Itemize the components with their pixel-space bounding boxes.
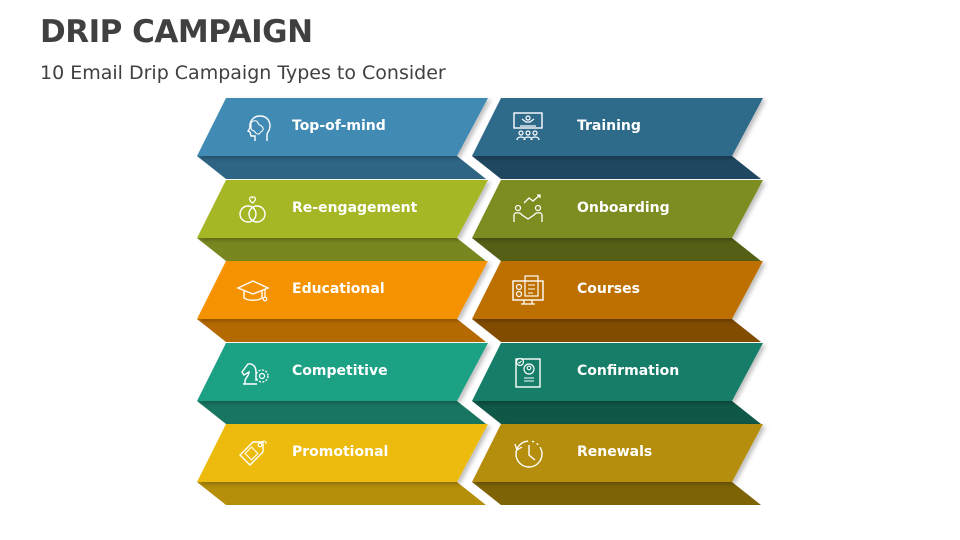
band-fold xyxy=(197,319,486,342)
band-fold xyxy=(197,482,486,505)
clock-refresh-icon xyxy=(510,435,546,471)
item-label: Promotional xyxy=(292,444,389,460)
graduation-cap-icon xyxy=(235,272,271,308)
band-fold xyxy=(472,319,761,342)
band-fold xyxy=(472,401,761,424)
band-confirmation xyxy=(472,343,763,401)
band-fold xyxy=(472,238,761,261)
brain-head-icon xyxy=(235,109,271,145)
band-training xyxy=(472,98,763,156)
band-fold xyxy=(197,156,486,179)
band-promotional xyxy=(197,424,488,482)
profile-check-document-icon xyxy=(510,354,546,390)
band-fold xyxy=(472,482,761,505)
price-tag-icon xyxy=(235,435,271,471)
item-label: Re-engagement xyxy=(292,200,418,216)
band-courses xyxy=(472,261,763,319)
item-label: Courses xyxy=(577,281,640,297)
item-label: Onboarding xyxy=(577,200,670,216)
item-label: Educational xyxy=(292,281,385,297)
item-label: Competitive xyxy=(292,363,388,379)
item-label: Top-of-mind xyxy=(292,118,386,134)
presentation-audience-icon xyxy=(510,109,546,145)
page-subtitle: 10 Email Drip Campaign Types to Consider xyxy=(40,62,446,84)
band-educational xyxy=(197,261,488,319)
item-label: Renewals xyxy=(577,444,653,460)
handshake-growth-icon xyxy=(510,191,546,227)
band-onboarding xyxy=(472,180,763,238)
band-re-engagement xyxy=(197,180,488,238)
band-fold xyxy=(472,156,761,179)
band-top-of-mind xyxy=(197,98,488,156)
rings-heart-icon xyxy=(235,191,271,227)
band-competitive xyxy=(197,343,488,401)
band-renewals xyxy=(472,424,763,482)
band-fold xyxy=(197,238,486,261)
item-label: Confirmation xyxy=(577,363,680,379)
chess-knight-gear-icon xyxy=(235,354,271,390)
page-title: DRIP CAMPAIGN xyxy=(40,14,313,50)
computer-checklist-icon xyxy=(510,272,546,308)
item-label: Training xyxy=(577,118,641,134)
band-fold xyxy=(197,401,486,424)
